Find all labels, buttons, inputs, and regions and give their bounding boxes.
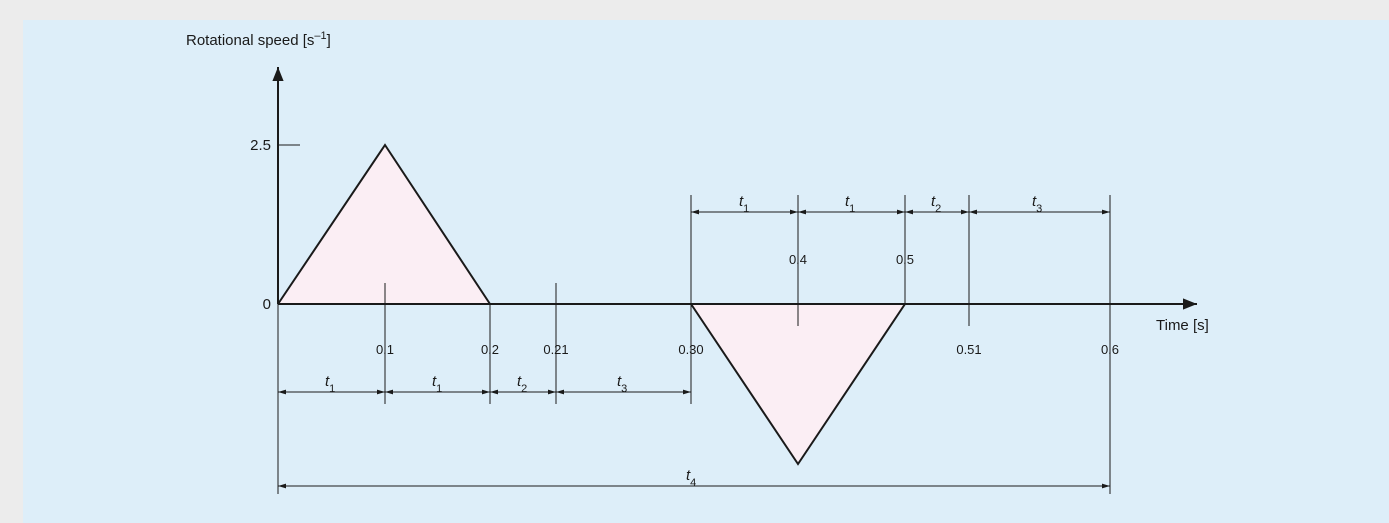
x-tick-label-0.1: 0.1 — [376, 342, 394, 357]
y-tick-label-0: 0 — [263, 296, 271, 313]
x-tick-label-0.6: 0.6 — [1101, 342, 1119, 357]
dim-label-upper-t3: t3 — [1032, 193, 1042, 215]
positive-pulse-line — [277, 143, 491, 305]
dim-label-upper-t1b: t1 — [845, 193, 855, 215]
x-tick-label-0.4: 0.4 — [789, 252, 807, 267]
dim-label-lower-t3: t3 — [617, 373, 627, 395]
x-tick-label-0.51: 0.51 — [956, 342, 981, 357]
dim-label-upper-t2: t2 — [931, 193, 941, 215]
negative-pulse-fill — [691, 304, 905, 464]
dim-label-lower-t2: t2 — [517, 373, 527, 395]
y-tick-label-2.5: 2.5 — [250, 137, 271, 154]
positive-pulse-fill — [278, 145, 490, 304]
x-tick-label-0.30: 0.30 — [678, 342, 703, 357]
diagram-panel — [23, 20, 1389, 523]
x-tick-label-0.21: 0.21 — [543, 342, 568, 357]
dim-label-lower-t1b: t1 — [432, 373, 442, 395]
dim-label-upper-t1a: t1 — [739, 193, 749, 215]
dim-label-lower-t1a: t1 — [325, 373, 335, 395]
negative-pulse-line — [690, 303, 906, 466]
x-tick-label-0.2: 0.2 — [481, 342, 499, 357]
y-axis-label: Rotational speed [s–1] — [186, 30, 331, 49]
x-axis-label: Time [s] — [1156, 317, 1209, 334]
x-tick-label-0.5: 0.5 — [896, 252, 914, 267]
dim-label-t4: t4 — [686, 467, 696, 489]
